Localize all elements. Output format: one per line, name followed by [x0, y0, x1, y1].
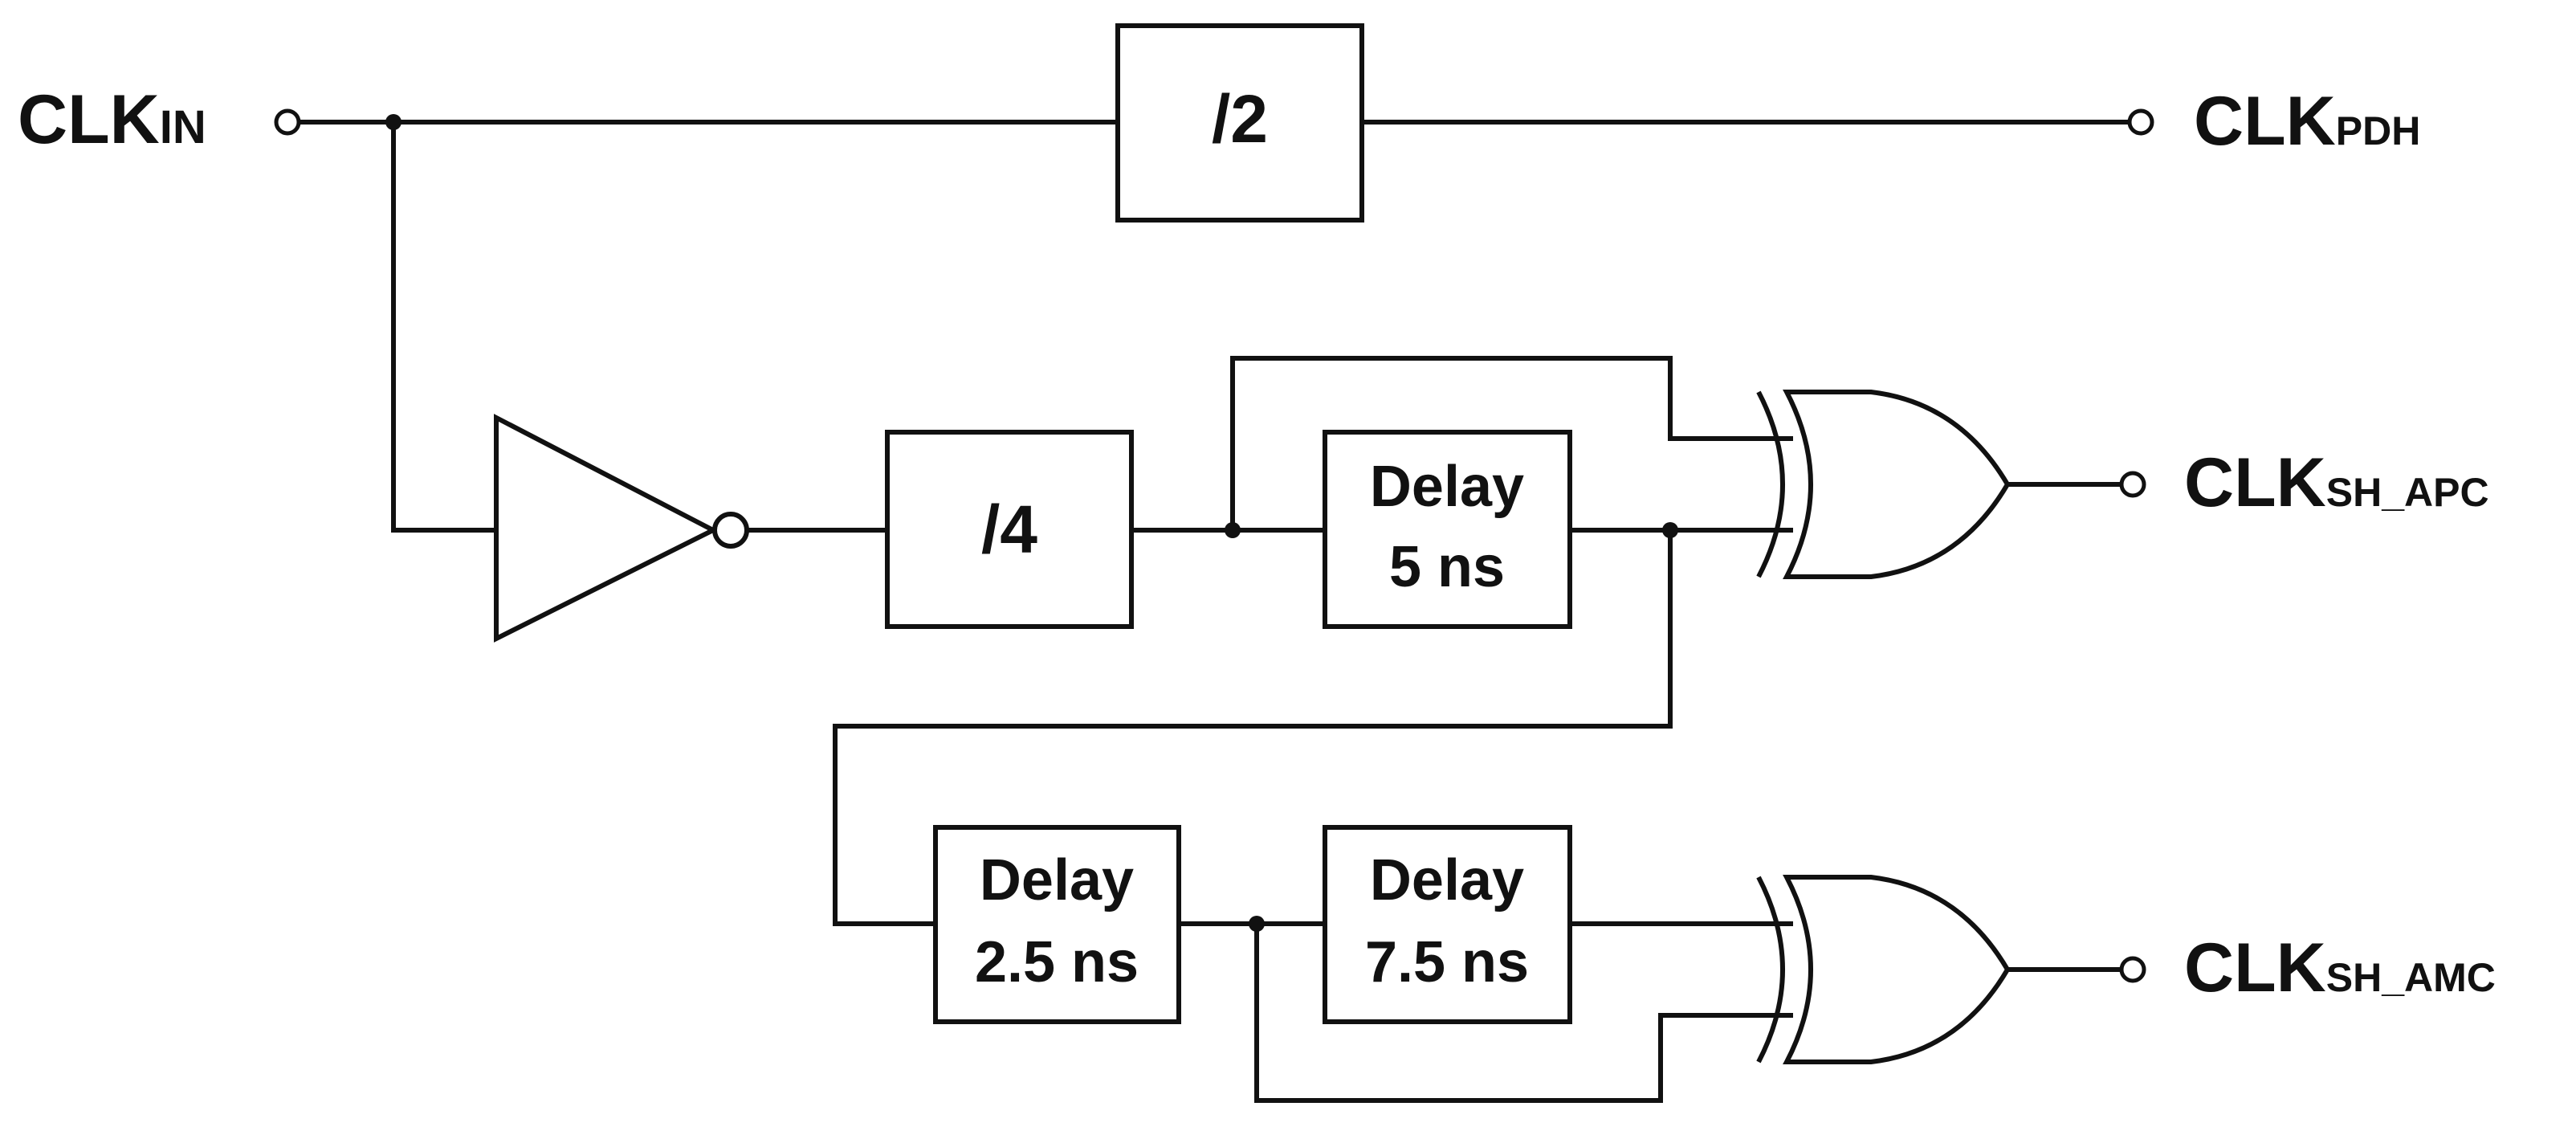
divider-4-label: /4 [981, 492, 1037, 567]
signal-label-clk-pdh-main: CLK [2194, 83, 2336, 160]
delay-5ns-block: Delay 5 ns [1323, 430, 1572, 629]
signal-label-clk-sh-amc-main: CLK [2184, 929, 2326, 1006]
signal-label-clk-sh-apc: CLKSH_APC [2184, 444, 2489, 521]
delay-2-5ns-block: Delay 2.5 ns [933, 825, 1181, 1024]
signal-label-clk-in-main: CLK [18, 81, 160, 158]
wire-delay5-to-delay2-5 [833, 528, 1673, 926]
wire-div4-bypass-to-xor-top [1230, 356, 1793, 533]
terminal-clk-in [274, 108, 301, 136]
junction-dot [385, 114, 401, 130]
signal-label-clk-in: CLKIN [18, 81, 206, 158]
wire-branch-to-inverter [391, 120, 499, 533]
delay-5ns-label-line1: Delay [1370, 455, 1524, 519]
signal-label-clk-pdh-sub: PDH [2336, 108, 2421, 153]
junction-dot [1249, 916, 1265, 932]
terminals [274, 108, 2154, 983]
divider-4-block: /4 [885, 430, 1134, 629]
junctions [385, 114, 1678, 932]
signal-label-clk-sh-amc: CLKSH_AMC [2184, 929, 2496, 1006]
wire-delay2-5-bypass-to-xor-bottom [1254, 921, 1793, 1103]
signal-label-clk-sh-amc-sub: SH_AMC [2326, 955, 2496, 1000]
signal-label-clk-sh-apc-main: CLK [2184, 444, 2326, 521]
junction-dot [1225, 522, 1241, 538]
inverter-bubble-icon [712, 512, 749, 549]
terminal-clk-sh-amc [2119, 956, 2146, 983]
xor-gate-bottom-icon [1756, 875, 2011, 1064]
signal-label-clk-in-sub: IN [160, 101, 206, 153]
terminal-clk-pdh [2127, 108, 2154, 136]
delay-5ns-label-line2: 5 ns [1389, 535, 1505, 599]
inverter-icon [494, 414, 749, 643]
delay-2-5ns-label-line1: Delay [980, 848, 1134, 913]
xor-gate-top-icon [1756, 390, 2011, 579]
terminal-clk-sh-apc [2119, 471, 2146, 498]
divider-2-label: /2 [1212, 81, 1268, 157]
delay-7-5ns-label-line2: 7.5 ns [1365, 930, 1529, 994]
delay-7-5ns-label-line1: Delay [1370, 848, 1524, 913]
delay-7-5ns-block: Delay 7.5 ns [1323, 825, 1572, 1024]
signal-label-clk-pdh: CLKPDH [2194, 83, 2420, 160]
junction-dot [1662, 522, 1678, 538]
signal-label-clk-sh-apc-sub: SH_APC [2326, 470, 2489, 515]
divider-2-block: /2 [1115, 23, 1364, 223]
delay-2-5ns-label-line2: 2.5 ns [975, 930, 1139, 994]
